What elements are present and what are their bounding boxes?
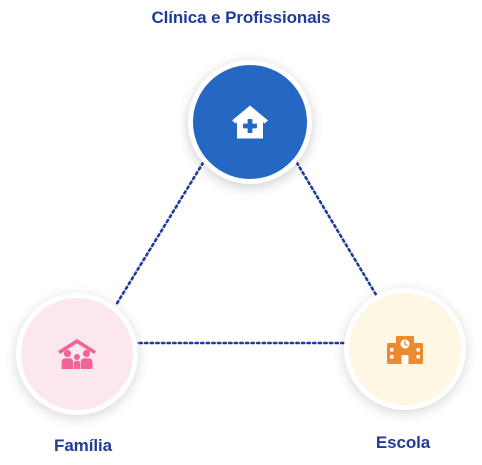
connector-clinic-family xyxy=(114,156,208,307)
school-label: Escola xyxy=(375,433,431,452)
clinic-node xyxy=(188,60,312,184)
house-medical-icon xyxy=(232,105,268,139)
family-label: Família xyxy=(54,436,112,455)
family-node xyxy=(16,293,138,415)
family-home-icon xyxy=(58,339,96,369)
school-node xyxy=(344,288,466,410)
school-building-icon xyxy=(387,336,423,364)
clinic-label: Clínica e Profissionais xyxy=(151,8,331,27)
connector-clinic-school xyxy=(292,156,380,300)
